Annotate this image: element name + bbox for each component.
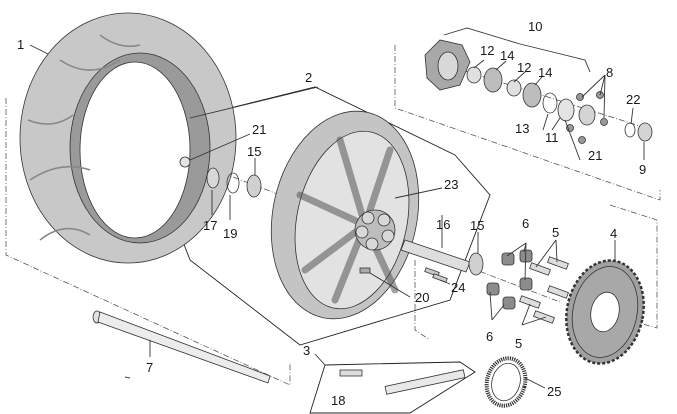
callout-14a: 14 bbox=[500, 48, 514, 63]
callout-3: 3 bbox=[303, 343, 310, 358]
spacer-tube-part[interactable] bbox=[400, 239, 484, 276]
callout-19: 19 bbox=[223, 226, 237, 241]
callout-7: 7 bbox=[146, 360, 153, 375]
callout-1: 1 bbox=[17, 37, 24, 52]
callout-10: 10 bbox=[528, 19, 542, 34]
callout-16: 16 bbox=[436, 217, 450, 232]
callout-22: 22 bbox=[626, 92, 640, 107]
cush-drive-hub[interactable] bbox=[354, 209, 396, 251]
callout-20: 20 bbox=[415, 290, 429, 305]
rear-sprocket-part[interactable] bbox=[557, 253, 653, 371]
callout-18: 18 bbox=[331, 393, 345, 408]
callout-8: 8 bbox=[606, 65, 613, 80]
sprocket-carrier-parts[interactable] bbox=[424, 39, 653, 144]
callout-6-lower: 6 bbox=[486, 329, 493, 344]
callout-6-upper: 6 bbox=[522, 216, 529, 231]
chain-kit-part[interactable] bbox=[309, 361, 476, 414]
left-hub-parts[interactable] bbox=[206, 167, 262, 198]
leader-lines bbox=[29, 27, 645, 389]
valve-parts[interactable] bbox=[359, 267, 448, 283]
callout-5-lower: 5 bbox=[515, 336, 522, 351]
callout-11: 11 bbox=[545, 130, 559, 145]
callout-21-right: 21 bbox=[588, 148, 602, 163]
callout-15-right: 15 bbox=[470, 218, 484, 233]
callout-24: 24 bbox=[451, 280, 465, 295]
callout-12b: 12 bbox=[517, 60, 531, 75]
callout-2: 2 bbox=[305, 70, 312, 85]
cush-rubbers-and-studs[interactable] bbox=[486, 249, 569, 324]
callout-5-upper: 5 bbox=[552, 225, 559, 240]
callout-21-left: 21 bbox=[252, 122, 266, 137]
wheel-rim-part[interactable] bbox=[253, 97, 438, 332]
callout-12a: 12 bbox=[480, 43, 494, 58]
callout-23: 23 bbox=[444, 177, 458, 192]
callout-15-left: 15 bbox=[247, 144, 261, 159]
callout-labels: 1 2 3 4 5 5 6 6 7 8 9 10 11 12 12 13 14 … bbox=[17, 19, 646, 408]
callout-17: 17 bbox=[203, 218, 217, 233]
callout-9: 9 bbox=[639, 162, 646, 177]
callout-25: 25 bbox=[547, 384, 561, 399]
callout-13: 13 bbox=[515, 121, 529, 136]
tyre-part[interactable] bbox=[19, 12, 237, 264]
callout-14b: 14 bbox=[538, 65, 552, 80]
callout-4: 4 bbox=[610, 226, 617, 241]
abs-tone-ring-part[interactable] bbox=[481, 354, 530, 410]
wheel-axle-part[interactable] bbox=[92, 310, 271, 384]
